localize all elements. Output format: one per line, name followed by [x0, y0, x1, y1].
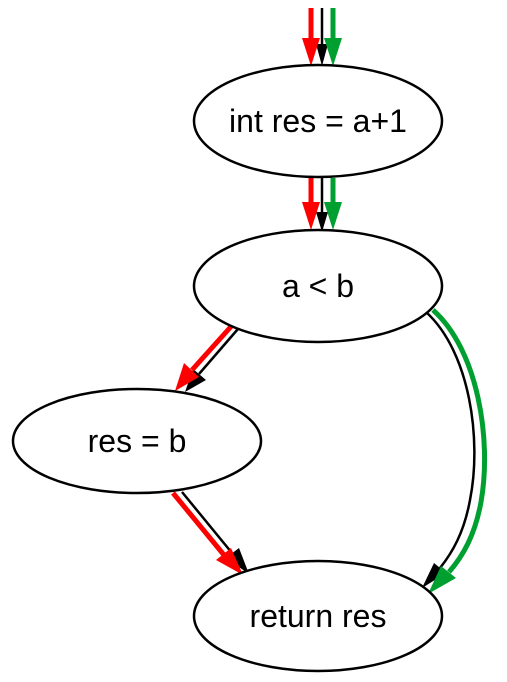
edge-init-to-cond-black-arrowhead [316, 212, 328, 232]
edge-cond-to-assign [175, 319, 245, 392]
edge-init-to-cond-red-arrowhead [302, 202, 320, 230]
edge-cond-to-ret-green [431, 308, 488, 574]
node-cond-shape [192, 228, 444, 344]
node-cond-label: a < b [282, 268, 354, 304]
edge-cond-to-ret [422, 308, 488, 594]
node-ret: return res [192, 559, 444, 673]
node-init-shape [192, 63, 444, 179]
node-ret-label: return res [250, 598, 387, 634]
edge-cond-to-assign-red [190, 319, 238, 372]
node-ret-shape [192, 559, 444, 673]
node-assign-shape [11, 387, 263, 495]
edge-cond-to-assign-red-arrowhead [175, 363, 199, 391]
node-init: int res = a+1 [192, 63, 444, 179]
edge-cond-to-assign-black [198, 321, 245, 375]
node-assign: res = b [11, 387, 263, 495]
node-init-label: int res = a+1 [229, 103, 407, 139]
node-cond: a < b [192, 228, 444, 344]
edge-assign-to-ret-red-arrowhead [216, 548, 243, 575]
node-assign-label: res = b [88, 423, 187, 459]
edge-cond-to-ret-black [425, 311, 476, 569]
edge-assign-to-ret-red [171, 491, 226, 557]
edge-cond-to-assign-black-arrowhead [185, 369, 206, 392]
edge-init-to-cond [302, 178, 342, 232]
edge-init-to-cond-green-arrowhead [324, 202, 342, 230]
edge-assign-to-ret-black [181, 491, 233, 554]
edge-cond-to-ret-green-arrowhead [428, 566, 456, 594]
edge-entry-to-init [302, 8, 342, 66]
edge-assign-to-ret [171, 491, 249, 575]
edge-entry-to-init-black-arrowhead [316, 44, 328, 66]
edge-entry-to-init-green-arrowhead [324, 38, 342, 66]
edge-entry-to-init-red-arrowhead [302, 38, 320, 66]
